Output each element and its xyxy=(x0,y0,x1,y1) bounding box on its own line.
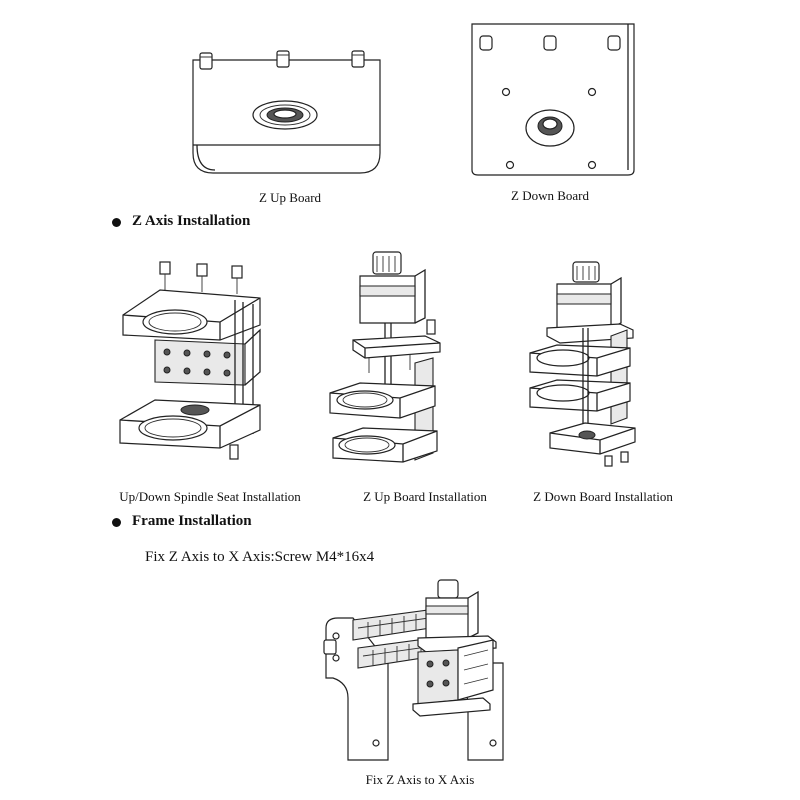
section-title-z-axis: Z Axis Installation xyxy=(132,213,251,229)
z-up-board-drawing xyxy=(185,45,385,180)
z-down-install-drawing xyxy=(525,258,640,473)
caption-z-down-install: Z Down Board Installation xyxy=(533,489,673,504)
z-down-board-drawing xyxy=(468,20,638,180)
bullet-frame xyxy=(112,518,121,527)
spindle-seat-drawing xyxy=(115,260,270,465)
instruction-fix-z-to-x: Fix Z Axis to X Axis:Screw M4*16x4 xyxy=(145,549,375,565)
caption-z-up-board: Z Up Board xyxy=(258,190,322,205)
caption-z-down-board: Z Down Board xyxy=(511,188,589,203)
caption-z-up-install: Z Up Board Installation xyxy=(363,489,487,504)
frame-assembly-drawing xyxy=(318,578,518,768)
section-title-frame: Frame Installation xyxy=(132,513,252,529)
z-up-install-drawing xyxy=(325,248,450,468)
bullet-z-axis xyxy=(112,218,121,227)
caption-spindle-seat: Up/Down Spindle Seat Installation xyxy=(119,489,301,504)
caption-fix-z-x: Fix Z Axis to X Axis xyxy=(365,772,475,787)
